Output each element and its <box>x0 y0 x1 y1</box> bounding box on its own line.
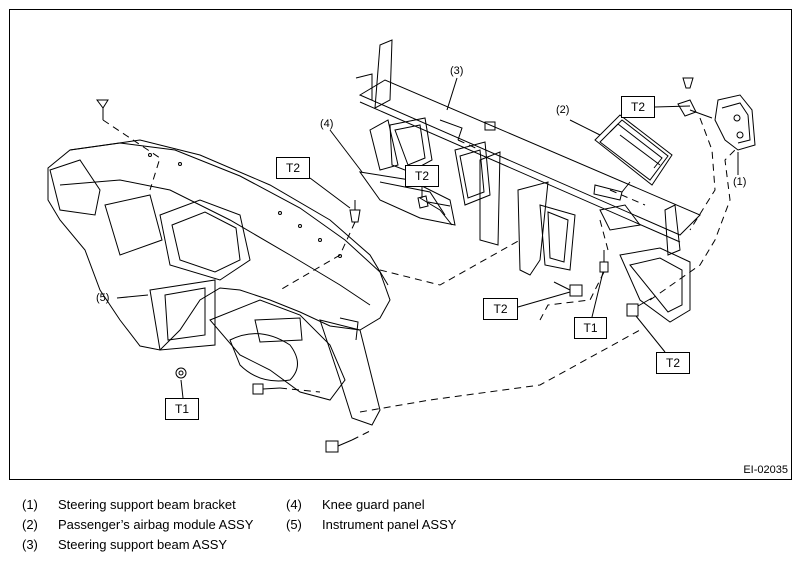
legend-label: Steering support beam bracket <box>58 497 236 512</box>
callout-2: (2) <box>556 104 570 116</box>
steering-support-beam-assy <box>355 39 701 323</box>
figure-id: EI-02035 <box>743 464 788 476</box>
legend-number: (5) <box>286 517 302 532</box>
passenger-airbag-module <box>593 114 673 201</box>
callout-1: (1) <box>733 176 747 188</box>
legend-label: Knee guard panel <box>322 497 425 512</box>
legend-item-3: (3) Steering support beam ASSY <box>22 535 253 555</box>
torque-tag-t1-center: T1 <box>574 317 607 339</box>
torque-tag-t2-left: T2 <box>276 157 310 179</box>
callout-3: (3) <box>450 65 464 77</box>
legend-item-2: (2) Passenger’s airbag module ASSY <box>22 515 253 535</box>
legend-label: Instrument panel ASSY <box>322 517 457 532</box>
torque-tag-t2-mid: T2 <box>405 165 439 187</box>
legend-item-4: (4) Knee guard panel <box>286 495 456 515</box>
torque-tag-t2-bottom-right: T2 <box>656 352 690 374</box>
callout-4: (4) <box>320 118 334 130</box>
legend-column-left: (1) Steering support beam bracket (2) Pass… <box>22 495 253 555</box>
legend-item-1: (1) Steering support beam bracket <box>22 495 253 515</box>
leader-lines <box>116 77 739 399</box>
torque-tag-t1-bottom-left: T1 <box>165 398 199 420</box>
legend-number: (4) <box>286 497 302 512</box>
legend-label: Passenger’s airbag module ASSY <box>58 517 254 532</box>
torque-tag-t2-top-right: T2 <box>621 96 655 118</box>
legend-column-right: (4) Knee guard panel (5) Instrument panel … <box>286 495 456 535</box>
assembly-dashed-lines <box>102 117 736 441</box>
steering-support-beam-bracket <box>714 94 756 151</box>
legend-item-5: (5) Instrument panel ASSY <box>286 515 456 535</box>
legend-number: (3) <box>22 537 38 552</box>
instrument-panel-assy <box>47 139 391 426</box>
callout-5: (5) <box>96 292 110 304</box>
legend-label: Steering support beam ASSY <box>58 537 228 552</box>
legend-number: (1) <box>22 497 38 512</box>
fasteners <box>96 77 713 453</box>
legend-number: (2) <box>22 517 38 532</box>
torque-tag-t2-bottom-center: T2 <box>483 298 518 320</box>
diagram-frame <box>9 9 792 480</box>
